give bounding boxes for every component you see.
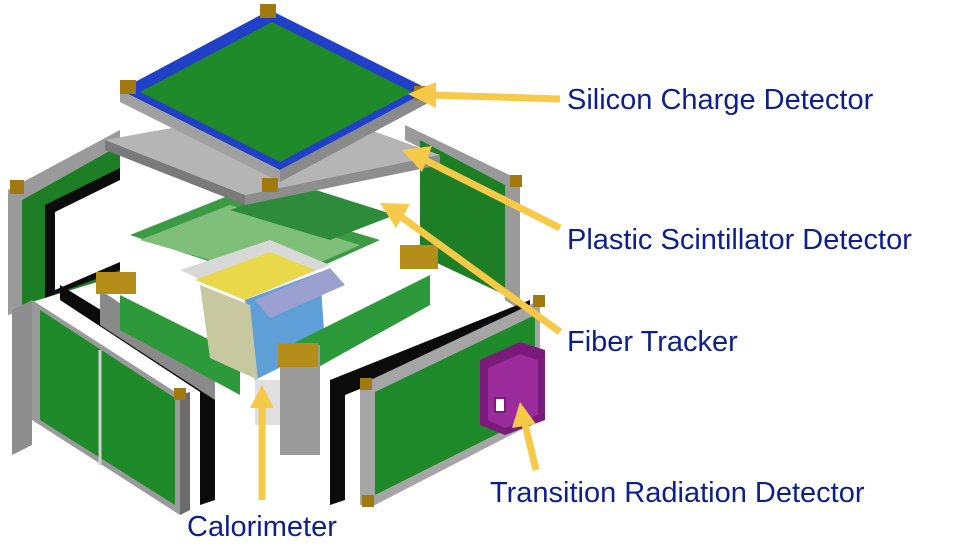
- arrow-fiber: [397, 213, 563, 335]
- pointer-arrows: [250, 82, 563, 500]
- trd-left-panel: [12, 285, 215, 515]
- lower-left-module: [96, 272, 240, 400]
- inner-stack: [130, 185, 395, 425]
- label-transition-radiation-detector: Transition Radiation Detector: [490, 477, 865, 509]
- arrow-trd-head: [512, 402, 536, 428]
- arrow-fiber-head: [380, 203, 410, 228]
- trd-box: [480, 342, 545, 435]
- right-side-panel: [405, 125, 522, 310]
- left-side-panel: [8, 130, 120, 315]
- arrow-plastic-head: [402, 146, 432, 172]
- label-calorimeter: Calorimeter: [187, 511, 337, 543]
- label-plastic-scintillator-detector: Plastic Scintillator Detector: [567, 224, 912, 256]
- silicon-charge-detector-plane: [120, 4, 430, 192]
- arrow-trd: [520, 419, 540, 471]
- lower-right-module: [278, 245, 438, 455]
- label-silicon-charge-detector: Silicon Charge Detector: [567, 84, 874, 116]
- arrow-plastic: [423, 156, 562, 232]
- arrow-silicon-head: [408, 82, 436, 108]
- arrow-calorimeter-head: [250, 385, 274, 408]
- label-fiber-tracker: Fiber Tracker: [567, 326, 738, 358]
- arrow-silicon: [429, 91, 561, 103]
